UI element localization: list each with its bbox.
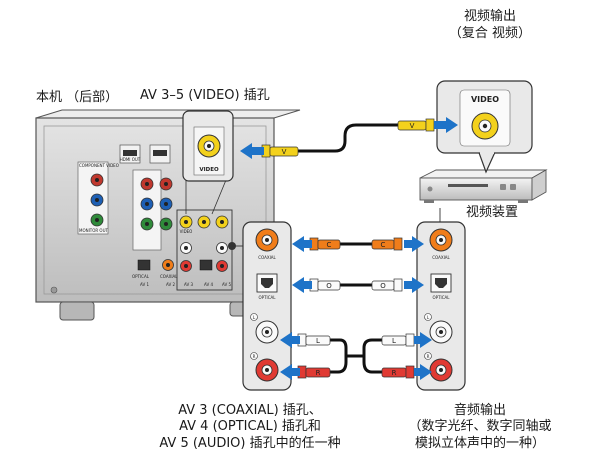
monitor-out-label: MONITOR OUT — [79, 228, 108, 233]
device-video-jack-label: VIDEO — [471, 95, 499, 104]
optical-arrow-left — [292, 277, 312, 293]
left-l-label: L — [253, 315, 256, 320]
main-unit-label: 本机 （后部） — [36, 90, 119, 105]
panel-av1-label: AV 1 — [140, 282, 149, 287]
analog-l-arrow-right — [414, 332, 432, 348]
panel-av3-label: AV 3 — [184, 282, 193, 287]
video-plug-right-label: V — [410, 122, 415, 130]
panel-av5-label: AV 5 — [222, 282, 231, 287]
video-output-label-2: （复合 视频） — [448, 26, 532, 41]
video-plug-left-label: V — [282, 148, 287, 156]
audio-output-label-1: 音频输出 — [453, 403, 506, 418]
av-inputs-label-1: AV 3 (COAXIAL) 插孔、 — [178, 403, 322, 418]
device-audio-jacks-callout: COAXIAL OPTICAL L R — [416, 208, 466, 391]
video-output-label-1: 视频输出 — [463, 9, 516, 24]
optical-arrow-right — [404, 277, 424, 293]
left-optical-label: OPTICAL — [259, 295, 277, 300]
coax-plug-right-label: C — [381, 241, 386, 249]
analog-r-arrow-left — [280, 364, 300, 380]
video-arrow-left — [240, 143, 264, 159]
panel-av2-label: AV 2 — [166, 282, 175, 287]
analog-r-arrow-right — [414, 364, 432, 380]
optical-cable: O O — [309, 278, 403, 292]
main-unit-rear-panel: HDMI OUT COMPONENT VIDEO MONITOR OUT VID… — [35, 109, 301, 321]
analog-left-l-plug-label: L — [316, 337, 320, 345]
callout-video-jack-label: VIDEO — [199, 167, 219, 173]
audio-output-label-2: （数字光纤、数字同轴或 — [408, 419, 552, 434]
coaxial-cable: C C — [309, 237, 403, 251]
left-r-label: R — [253, 354, 256, 359]
coax-arrow-right — [404, 236, 424, 252]
panel-coaxial-label: COAXIAL — [160, 274, 178, 279]
right-coaxial-label: COAXIAL — [432, 255, 450, 260]
analog-stereo-cable: L R L R — [297, 333, 415, 379]
video-device — [419, 169, 548, 203]
right-optical-label: OPTICAL — [433, 295, 451, 300]
panel-video-label: VIDEO — [180, 229, 193, 234]
video-arrow-right — [434, 117, 458, 133]
optical-plug-right-label: O — [380, 282, 386, 290]
video-cable: V V — [261, 118, 435, 158]
component-video-label: COMPONENT VIDEO — [79, 163, 119, 168]
video-device-label: 视频装置 — [466, 205, 519, 220]
left-coaxial-label: COAXIAL — [258, 255, 276, 260]
panel-av4-label: AV 4 — [204, 282, 213, 287]
analog-right-l-plug-label: L — [392, 337, 396, 345]
av-audio-jacks-callout: COAXIAL OPTICAL L R — [232, 221, 292, 391]
device-video-jack-callout: VIDEO — [436, 80, 533, 174]
right-r-label: R — [427, 354, 430, 359]
analog-left-r-plug-label: R — [316, 369, 321, 377]
audio-output-label-3: 模拟立体声中的一种） — [414, 436, 545, 451]
optical-plug-left-label: O — [326, 282, 332, 290]
av-inputs-label-3: AV 5 (AUDIO) 插孔中的任一种 — [159, 436, 341, 451]
video-jack-callout: VIDEO — [182, 110, 234, 215]
right-l-label: L — [427, 315, 430, 320]
av-inputs-label-2: AV 4 (OPTICAL) 插孔和 — [179, 419, 321, 434]
coax-plug-left-label: C — [327, 241, 332, 249]
hdmi-out-label: HDMI OUT — [120, 157, 141, 162]
analog-l-arrow-left — [280, 332, 300, 348]
av35-video-jack-label: AV 3–5 (VIDEO) 插孔 — [140, 88, 270, 103]
coax-arrow-left — [292, 236, 312, 252]
panel-optical-label: OPTICAL — [132, 274, 150, 279]
analog-right-r-plug-label: R — [392, 369, 397, 377]
